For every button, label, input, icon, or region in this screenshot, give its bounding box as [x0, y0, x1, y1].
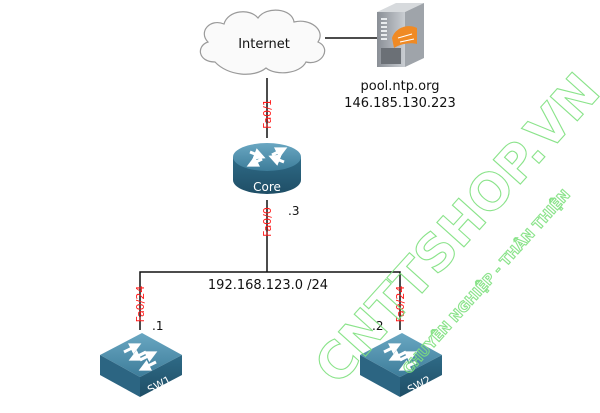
port-core-fa0-1: Fa0/1 [261, 99, 274, 129]
server-ip: 146.185.130.223 [344, 96, 456, 111]
core-host-octet: .3 [288, 204, 299, 218]
core-label: Core [253, 180, 281, 194]
watermark-main: CNTTSHOP.VN [304, 62, 600, 395]
lan-bus [139, 271, 401, 290]
watermark: CNTTSHOP.VN CHUYÊN NGHIỆP - THÂN THIỆN [303, 62, 600, 396]
port-sw1-fa0-24: Fa0/24 [134, 286, 147, 323]
port-sw2-fa0-24: Fa0/24 [394, 286, 407, 323]
switch-icon [360, 333, 442, 397]
server-hostname: pool.ntp.org [361, 79, 440, 94]
router-icon [233, 143, 301, 194]
links [139, 37, 401, 330]
internet-label: Internet [238, 37, 290, 52]
cloud-icon [199, 9, 326, 75]
subnet-label: 192.168.123.0 /24 [208, 278, 328, 293]
server-icon [377, 3, 424, 67]
switch-sw1[interactable]: SW1 .1 [100, 319, 182, 397]
internet-cloud[interactable]: Internet [199, 9, 326, 75]
port-core-fa0-0: Fa0/0 [261, 207, 274, 237]
sw1-host-octet: .1 [152, 319, 163, 333]
switch-sw2[interactable]: SW2 .2 [360, 319, 442, 397]
switch-icon [100, 333, 182, 397]
core-router[interactable]: Core .3 [233, 143, 301, 218]
ntp-server[interactable]: pool.ntp.org 146.185.130.223 [344, 3, 456, 111]
sw2-host-octet: .2 [372, 319, 383, 333]
